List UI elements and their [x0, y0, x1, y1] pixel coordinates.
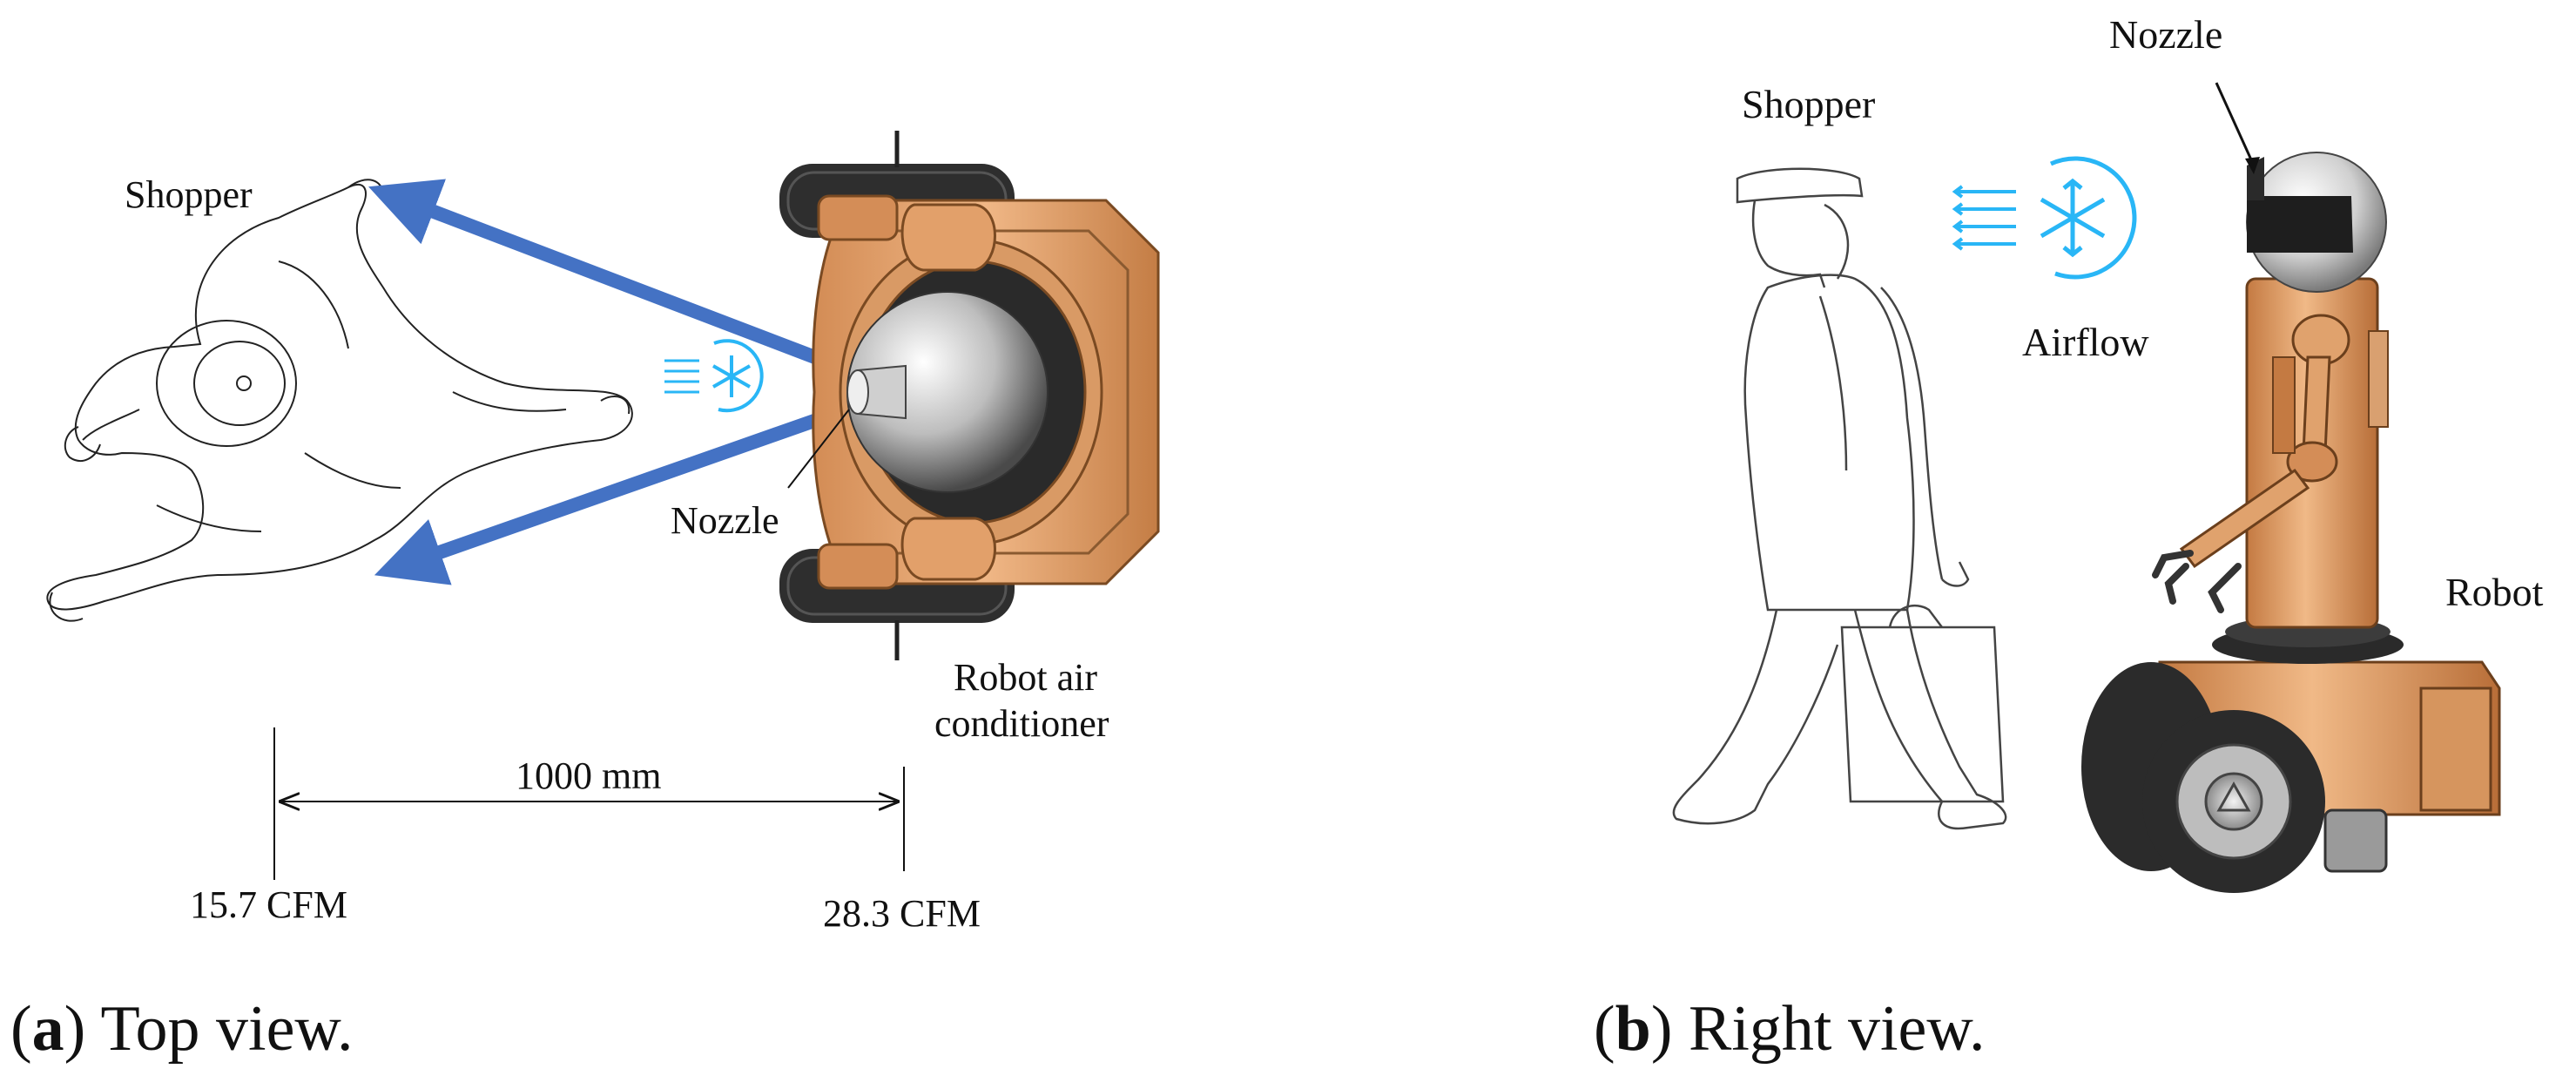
- label-distance: 1000 mm: [516, 754, 661, 797]
- caption-a-text: Top view.: [100, 993, 353, 1065]
- label-nozzle: Nozzle: [2109, 12, 2222, 57]
- caption-a: (a) Top view.: [10, 993, 354, 1065]
- robot-top-illustration: [779, 131, 1160, 660]
- panel-top-view: Shopper Nozzle Robot air conditioner 100…: [0, 0, 1280, 1089]
- label-shopper: Shopper: [1742, 82, 1875, 126]
- nozzle-leader-arrowhead: [2245, 157, 2260, 174]
- airflow-snowflake-icon: [1952, 156, 2137, 280]
- nozzle-leader-line: [787, 409, 850, 489]
- label-robot-line1: Robot air: [954, 656, 1097, 699]
- label-airflow: Airflow: [2022, 320, 2149, 364]
- panel-right-view: Nozzle Shopper Airflow Robot (b) Right v…: [1280, 0, 2576, 1089]
- airflow-arrow-lower: [374, 402, 849, 585]
- right-view-diagram: Nozzle Shopper Airflow Robot (b) Right v…: [1594, 12, 2544, 1065]
- caption-b-letter: b: [1615, 993, 1651, 1065]
- top-view-diagram: Shopper Nozzle Robot air conditioner 100…: [10, 131, 1160, 1065]
- label-robot-line2: conditioner: [934, 702, 1109, 745]
- caption-b-text: Right view.: [1689, 993, 1986, 1065]
- label-robot: Robot: [2445, 570, 2544, 614]
- label-cfm-far: 15.7 CFM: [190, 883, 347, 926]
- distance-dimension: [273, 727, 905, 880]
- airflow-arrow-upper: [368, 179, 852, 377]
- shopper-top-illustration: [46, 179, 633, 622]
- caption-a-letter: a: [32, 993, 64, 1065]
- nozzle-leader-line: [2215, 82, 2256, 166]
- label-nozzle: Nozzle: [671, 499, 779, 542]
- airflow-snowflake-icon: [664, 339, 764, 413]
- label-cfm-near: 28.3 CFM: [823, 892, 981, 935]
- shopper-side-illustration: [1672, 167, 2007, 830]
- label-shopper: Shopper: [125, 173, 253, 216]
- robot-side-illustration: [2081, 152, 2501, 893]
- caption-b: (b) Right view.: [1594, 993, 1985, 1065]
